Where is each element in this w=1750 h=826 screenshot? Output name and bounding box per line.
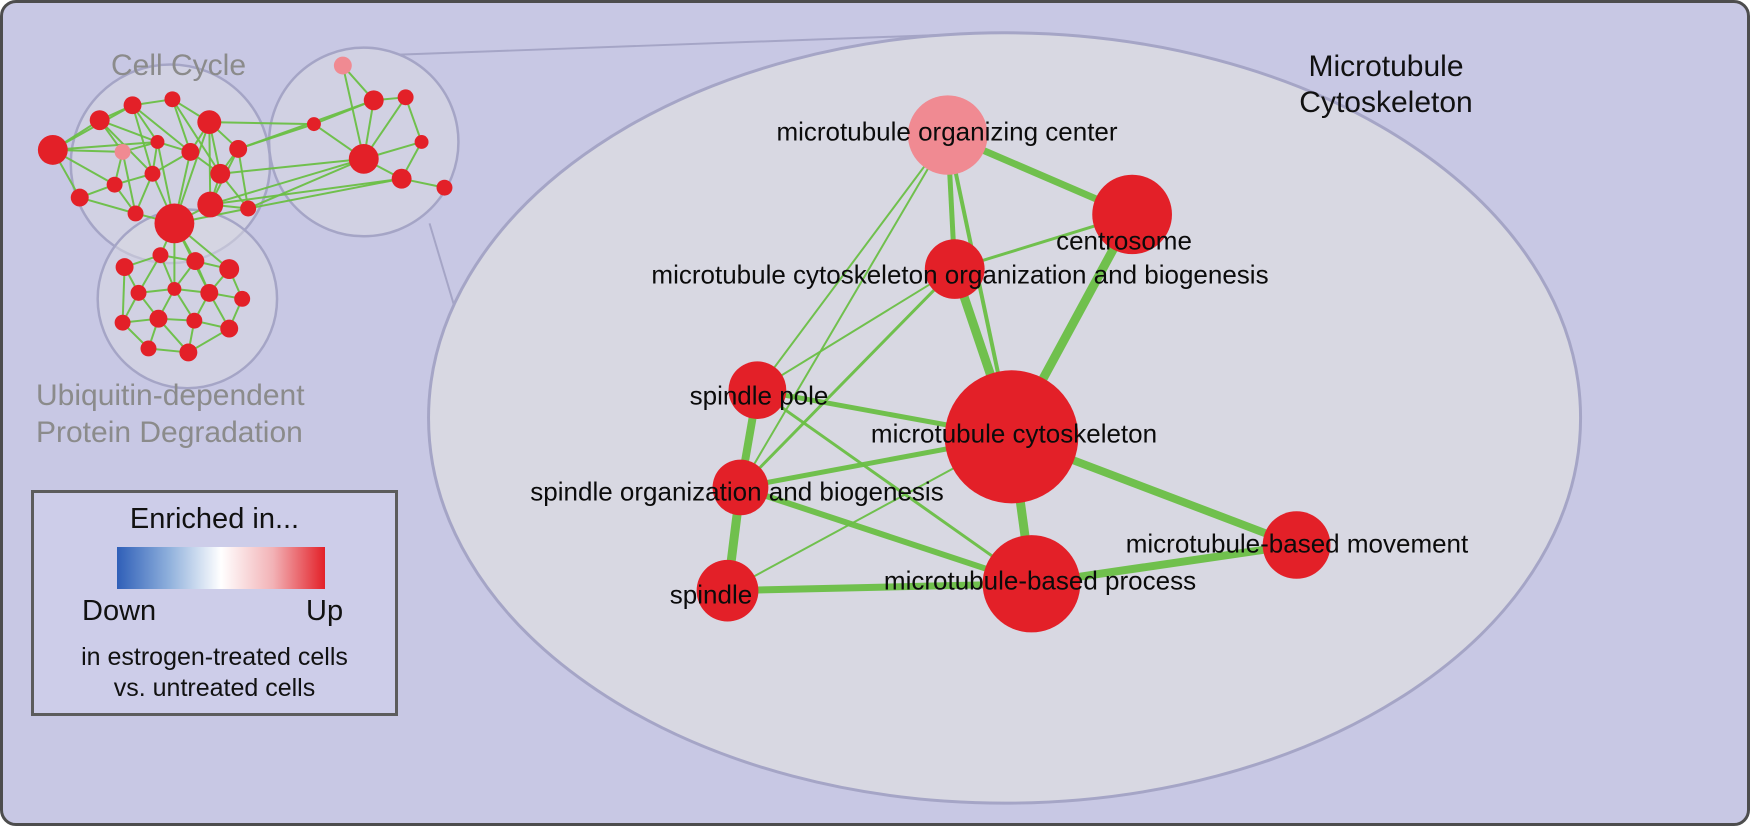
overview-node <box>127 205 144 222</box>
overview-node <box>210 163 231 184</box>
legend: Enriched in... Down Up in estrogen-treat… <box>31 490 398 716</box>
detail-node-mct-org <box>924 239 985 299</box>
detail-node-spindle-org <box>712 459 769 516</box>
overview-edge <box>171 98 192 153</box>
detail-node-mbp <box>982 535 1081 633</box>
detail-edge-spindle-pole--mbp <box>756 388 1033 585</box>
overview-edge <box>121 151 137 214</box>
overview-node <box>414 135 429 149</box>
overview-edge <box>247 177 402 210</box>
overview-node <box>114 314 131 331</box>
overview-node <box>140 340 157 357</box>
overview-node <box>150 135 165 149</box>
overview-node <box>164 91 181 108</box>
legend-gradient-bar <box>117 547 325 589</box>
overview-node <box>220 319 239 338</box>
overview-edge <box>237 99 375 150</box>
overview-node <box>240 200 257 217</box>
overview-edge <box>171 98 222 175</box>
cluster-circle-microtubule-cytoskeleton <box>267 46 460 238</box>
overview-node <box>234 290 251 307</box>
overview-node <box>179 343 198 362</box>
detail-node-spindle-pole <box>728 361 787 419</box>
overview-node <box>363 90 384 111</box>
detail-node-centrosome <box>1092 174 1172 255</box>
overview-edge <box>52 104 134 151</box>
detail-edge-mct-org--spindle-org <box>739 268 956 489</box>
detail-node-mbm <box>1262 511 1331 579</box>
overview-edge <box>131 104 191 153</box>
legend-down-label: Down <box>82 595 157 627</box>
legend-caption-line2: vs. untreated cells <box>113 674 316 702</box>
overview-edge <box>52 140 158 151</box>
overview-node <box>229 139 248 158</box>
detail-edge-spindle-org--mbp <box>739 484 1033 587</box>
overview-edge <box>220 157 364 175</box>
overview-edge <box>131 104 154 175</box>
overview-node <box>149 309 168 328</box>
overview-node <box>152 247 169 264</box>
legend-title: Enriched in... <box>129 503 300 535</box>
overview-edge <box>210 157 365 206</box>
overview-edge <box>79 196 136 215</box>
overview-node <box>181 142 200 161</box>
overview-edge <box>208 122 212 205</box>
detail-edge-spindle--mbp <box>727 580 1032 595</box>
overview-node <box>333 56 352 75</box>
overview-node <box>106 176 123 193</box>
overview-edge <box>341 65 365 160</box>
overview-node <box>397 89 414 106</box>
overview-node <box>197 110 222 135</box>
overview-edge <box>210 177 402 206</box>
overview-node <box>154 203 195 244</box>
overview-node <box>123 96 142 115</box>
overview-node <box>197 191 224 218</box>
overview-node <box>436 179 453 196</box>
overview-edge <box>121 267 126 323</box>
legend-caption-line1: in estrogen-treated cells <box>81 643 348 671</box>
detail-node-spindle <box>696 559 759 622</box>
overview-node <box>186 252 205 271</box>
overview-edge <box>209 121 314 126</box>
overview-node <box>114 143 131 160</box>
overview-node <box>37 135 68 165</box>
detail-node-mct <box>944 370 1079 504</box>
network-svg <box>37 31 1583 805</box>
detail-edge-moc--spindle-pole <box>756 134 949 391</box>
overview-edge <box>247 157 365 210</box>
overview-edge <box>99 119 158 143</box>
overview-node <box>70 188 89 207</box>
overview-node <box>306 117 321 132</box>
detail-node-moc <box>907 95 988 175</box>
overview-node <box>144 165 161 182</box>
overview-node <box>348 143 379 174</box>
overview-node <box>89 110 110 131</box>
overview-node <box>391 168 412 189</box>
zoom-cone-line-top <box>399 33 946 56</box>
detail-edge-mct-org--spindle-pole <box>756 268 956 392</box>
overview-node <box>115 258 134 277</box>
legend-up-label: Up <box>306 595 344 627</box>
overview-node <box>200 283 219 302</box>
overview-node <box>167 281 182 296</box>
overview-node <box>186 312 203 329</box>
overview-node <box>219 259 240 279</box>
overview-node <box>130 284 147 301</box>
detail-edge-moc--spindle-org <box>739 134 949 488</box>
overview-edge <box>237 148 250 209</box>
